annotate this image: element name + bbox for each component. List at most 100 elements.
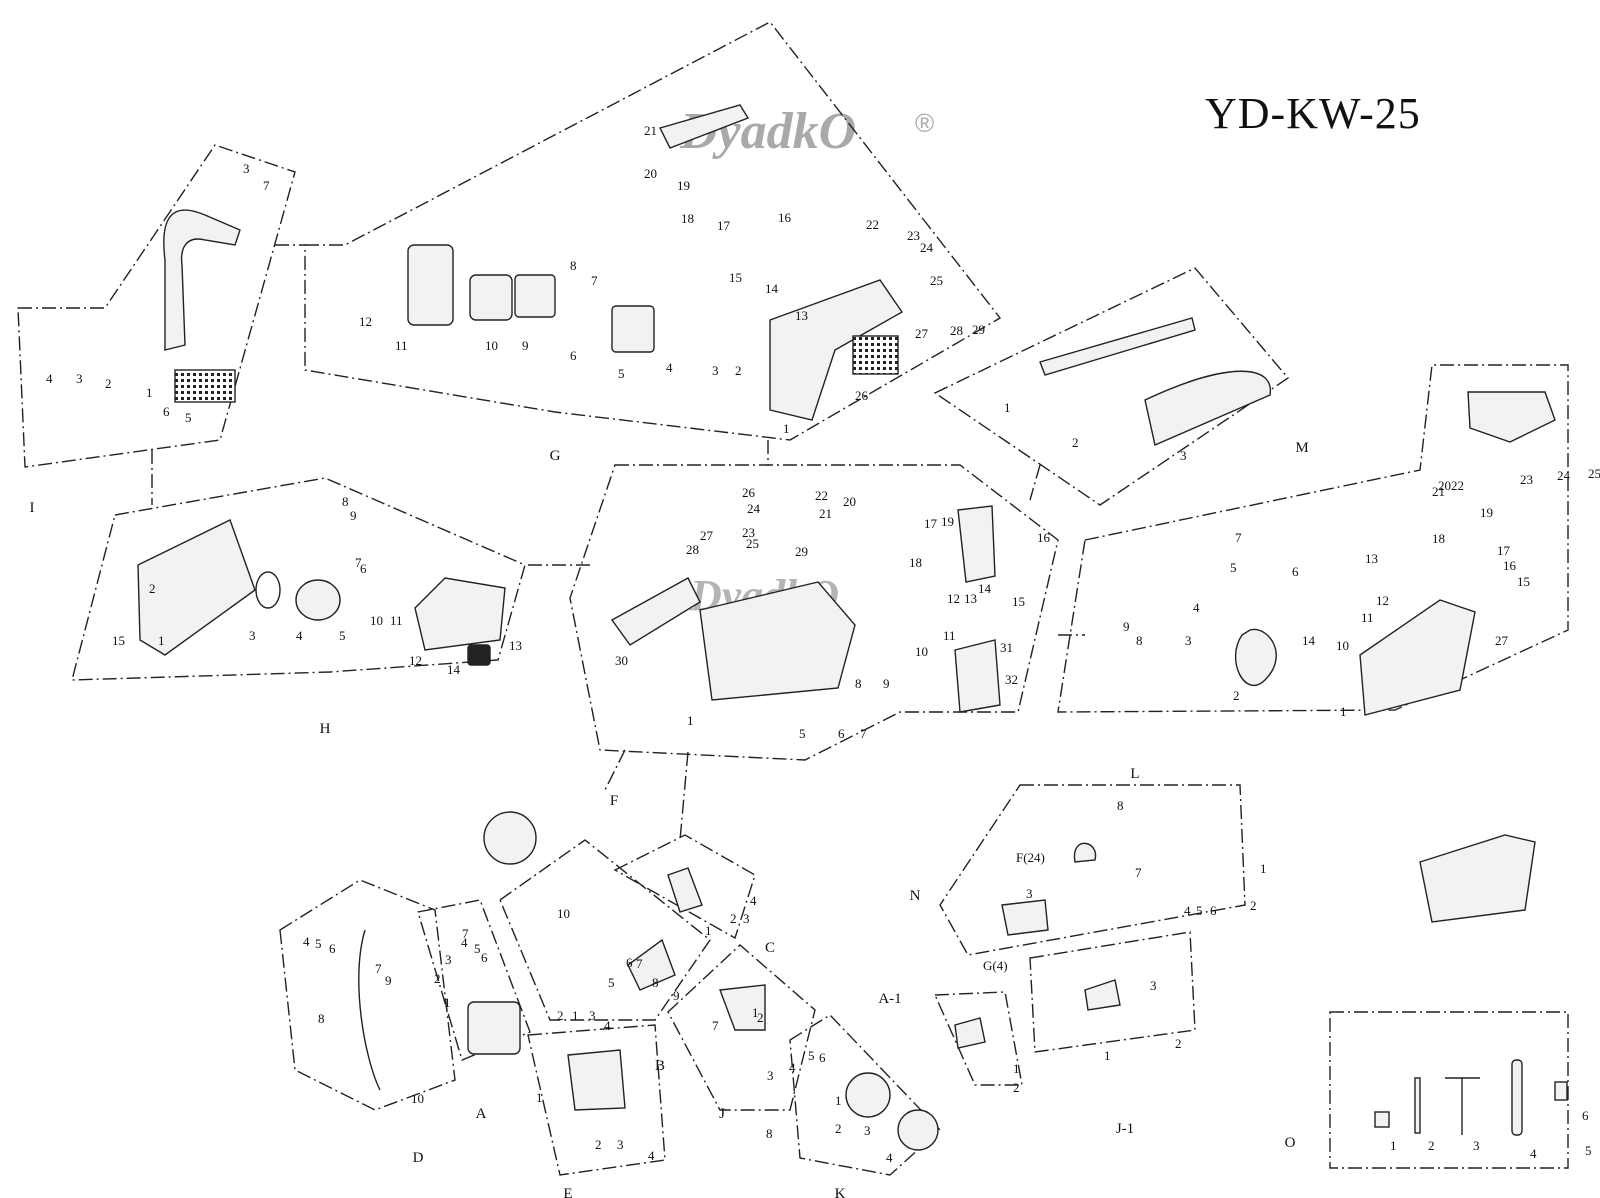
part-number-l: 4	[1193, 600, 1200, 615]
part-number-l: 6	[1292, 564, 1299, 579]
part-number-l: 10	[1336, 638, 1349, 653]
part-number-h: 9	[350, 508, 357, 523]
part-number-g: 23	[907, 228, 920, 243]
part-number-o: 4	[1530, 1146, 1537, 1161]
part-number-l: 1	[1340, 704, 1347, 719]
part-number-n: 5	[1196, 903, 1203, 918]
group-connector-line	[679, 751, 689, 841]
carburetor-shape	[1001, 899, 1049, 936]
part-number-g: 6	[570, 348, 577, 363]
part-number-f: 22	[815, 488, 828, 503]
part-number-a: 1	[444, 995, 451, 1010]
group-outline-a-1	[933, 991, 1023, 1086]
group-outline-d	[279, 879, 456, 1111]
starter-pulley-shape	[295, 579, 341, 621]
part-number-f: 28	[686, 542, 699, 557]
part-number-i: 5	[185, 410, 192, 425]
group-letter-k: K	[835, 1186, 846, 1198]
part-number-a-1: 1	[1013, 1061, 1020, 1076]
oil-pump-small-shape	[954, 1017, 986, 1049]
group-outline-g	[304, 21, 1002, 441]
side-cover-shape	[957, 505, 996, 583]
choke-cable-shape	[358, 929, 381, 1091]
group-outline-c	[613, 834, 756, 940]
part-number-l: 3	[1185, 633, 1192, 648]
part-number-l: 25	[1588, 466, 1600, 481]
part-number-o: 1	[1390, 1138, 1397, 1153]
part-number-i: 2	[105, 376, 112, 391]
part-number-j: 3	[767, 1068, 774, 1083]
part-number-g: 27	[915, 326, 929, 341]
part-number-d: 6	[329, 941, 336, 956]
part-number-f: 10	[915, 644, 928, 659]
part-number-g: 7	[591, 273, 598, 288]
group-outline-a	[417, 899, 531, 1061]
part-number-i: 4	[46, 371, 53, 386]
oil-pump-shape	[667, 867, 703, 913]
part-number-g: 19	[677, 178, 690, 193]
part-number-h: 14	[447, 662, 461, 677]
part-number-n: 3	[1026, 886, 1033, 901]
part-number-i: 7	[263, 178, 270, 193]
part-number-j: 6	[819, 1050, 826, 1065]
part-number-c: 4	[750, 893, 757, 908]
part-number-g: 20	[644, 166, 657, 181]
part-number-g: 29	[972, 322, 985, 337]
part-number-h: 5	[339, 628, 346, 643]
group-outline-f	[569, 464, 1059, 761]
part-number-l: 23	[1520, 472, 1533, 487]
group-outline-n	[939, 784, 1246, 956]
part-number-g: 1	[783, 421, 790, 436]
model-code: YD-KW-25	[1205, 89, 1421, 138]
part-number-f: 16	[1037, 530, 1051, 545]
part-number-a: 6	[481, 950, 488, 965]
part-number-b: 7	[636, 956, 643, 971]
gasket-shape	[719, 984, 766, 1031]
part-number-a: 5	[474, 941, 481, 956]
oil-pump-assembly-shape	[1084, 979, 1121, 1011]
part-number-g: 26	[855, 388, 869, 403]
part-number-o: 3	[1473, 1138, 1480, 1153]
fuel-cap-plate-shape	[954, 639, 1001, 713]
group-outline-b	[499, 839, 711, 1021]
part-number-b: 3	[589, 1008, 596, 1023]
part-number-l: 15	[1517, 574, 1530, 589]
part-number-d: 7	[375, 961, 382, 976]
part-number-c: 2	[730, 911, 737, 926]
part-number-g: 8	[570, 258, 577, 273]
part-number-l: 5	[1230, 560, 1237, 575]
group-outline-j-1	[1029, 931, 1196, 1053]
part-number-j: 2	[757, 1010, 764, 1025]
part-number-l: 19	[1480, 505, 1493, 520]
part-number-g: 22	[866, 217, 879, 232]
fuel-line-shape	[1234, 628, 1277, 687]
part-number-h: 3	[249, 628, 256, 643]
part-number-f: 9	[883, 676, 890, 691]
group-letter-c: C	[765, 940, 775, 956]
part-number-e: 2	[595, 1137, 602, 1152]
air-filter-shape	[469, 274, 513, 321]
part-number-h: 4	[296, 628, 303, 643]
part-number-f: 29	[795, 544, 808, 559]
part-number-l: 2	[1233, 688, 1240, 703]
part-number-a-1: 2	[1013, 1080, 1020, 1095]
top-handle-grip-shape	[658, 104, 750, 149]
part-number-f: 13	[964, 591, 977, 606]
part-number-j: 5	[808, 1048, 815, 1063]
part-number-d: 4	[303, 934, 310, 949]
group-outline-l	[1057, 364, 1569, 713]
part-number-f: 15	[1012, 594, 1025, 609]
group-outline-i	[17, 144, 296, 468]
part-number-l: 7	[1235, 530, 1242, 545]
part-number-i: 1	[146, 385, 153, 400]
part-number-l: 13	[1365, 551, 1378, 566]
group-outline-o	[1329, 1011, 1569, 1169]
group-letter-j: J	[719, 1106, 725, 1122]
intake-manifold-shape	[567, 1049, 626, 1111]
part-number-l: 18	[1432, 531, 1445, 546]
part-number-g: 12	[359, 314, 372, 329]
part-number-o: 2	[1428, 1138, 1435, 1153]
part-number-l: 16	[1503, 558, 1517, 573]
part-number-n: 4	[1184, 903, 1191, 918]
